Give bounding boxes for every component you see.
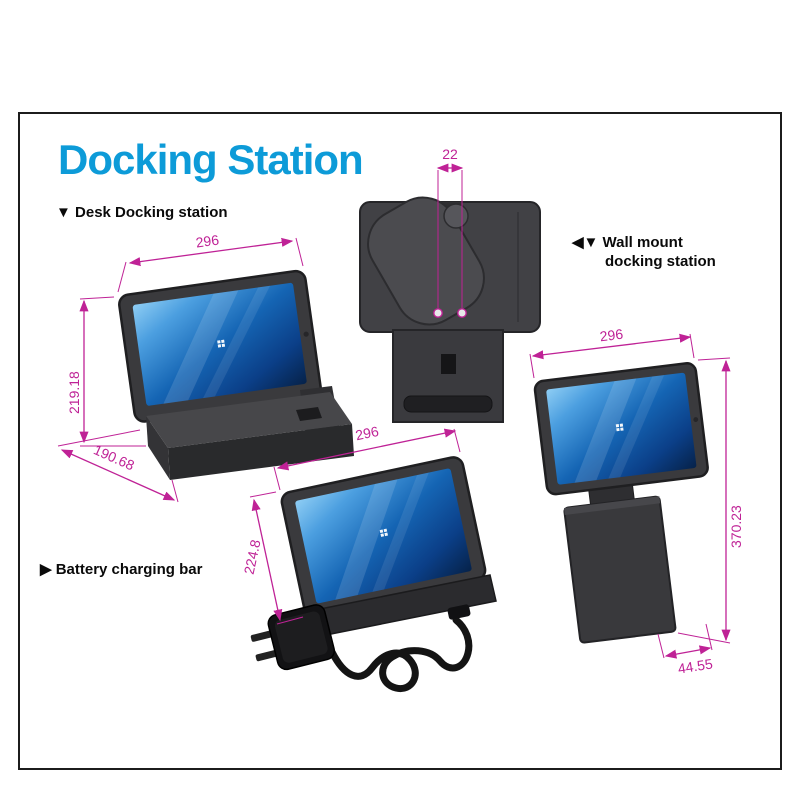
screen-light-beam	[163, 290, 239, 404]
desk-docking-label: ▼ Desk Docking station	[56, 204, 228, 221]
desk-height-dimension: 219.18	[66, 296, 146, 447]
side-height-dimension: 370.23	[677, 357, 744, 644]
battery-bar-label: ▶ Battery charging bar	[40, 561, 203, 578]
mount-column-front	[563, 495, 677, 644]
battery-width-value: 296	[354, 423, 380, 444]
side-depth-value: 44.55	[677, 655, 714, 676]
dimension-annotations: 296 219.18 190.68 22	[57, 146, 744, 677]
screen-light-beam	[372, 472, 429, 592]
plug-prong	[250, 630, 273, 642]
camera-icon	[693, 417, 699, 422]
side-depth-dimension: 44.55	[657, 623, 714, 677]
battery-height-dimension: 224.8	[241, 491, 304, 625]
adapter-face	[274, 611, 328, 663]
battery-charging-illustration	[250, 456, 497, 693]
desk-width-value: 296	[195, 231, 221, 250]
wall-mount-back-illustration	[359, 196, 541, 423]
mount-hole-marker	[433, 308, 443, 318]
power-adapter	[250, 604, 336, 671]
mount-column-top-face	[564, 496, 661, 515]
windows-logo-icon	[615, 423, 624, 432]
wall-mount-label-line1: ◀▼ Wall mount	[572, 234, 683, 251]
wall-hole-spacing-dimension: 22	[433, 146, 467, 318]
column-bottom-slot	[403, 395, 493, 413]
stand-base-slot	[296, 407, 322, 421]
mount-hole-marker	[457, 308, 467, 318]
wall-mount-bracket	[367, 196, 485, 326]
camera-icon	[303, 331, 309, 337]
desk-width-dimension: 296	[117, 231, 304, 293]
bracket-hinge	[443, 203, 469, 229]
screen-light-beam	[574, 378, 637, 483]
wall-mount-side-illustration	[533, 362, 709, 644]
plug-prong	[255, 649, 278, 662]
side-width-value: 296	[599, 326, 624, 345]
screen-light-beam	[203, 285, 271, 399]
wall-mount-label: ◀▼ Wall mount docking station	[572, 233, 716, 271]
windows-logo-icon	[379, 528, 388, 537]
power-cable	[328, 616, 473, 693]
wall-mount-label-line2: docking station	[605, 253, 716, 270]
screen-light-beam	[608, 375, 665, 479]
desk-docking-illustration	[118, 269, 354, 480]
battery-width-dimension: 296	[273, 423, 461, 491]
wall-hole-spacing-value: 22	[442, 146, 458, 162]
side-height-value: 370.23	[728, 505, 744, 548]
cable-connector	[447, 604, 471, 620]
windows-logo-icon	[217, 339, 226, 348]
desk-height-value: 219.18	[66, 371, 82, 414]
stand-base-top	[146, 392, 352, 448]
battery-height-value: 224.8	[241, 538, 264, 576]
side-width-dimension: 296	[529, 326, 695, 379]
screen-light-beam	[335, 479, 398, 600]
page-title: Docking Station	[58, 136, 364, 183]
column-square-hole	[441, 354, 456, 374]
